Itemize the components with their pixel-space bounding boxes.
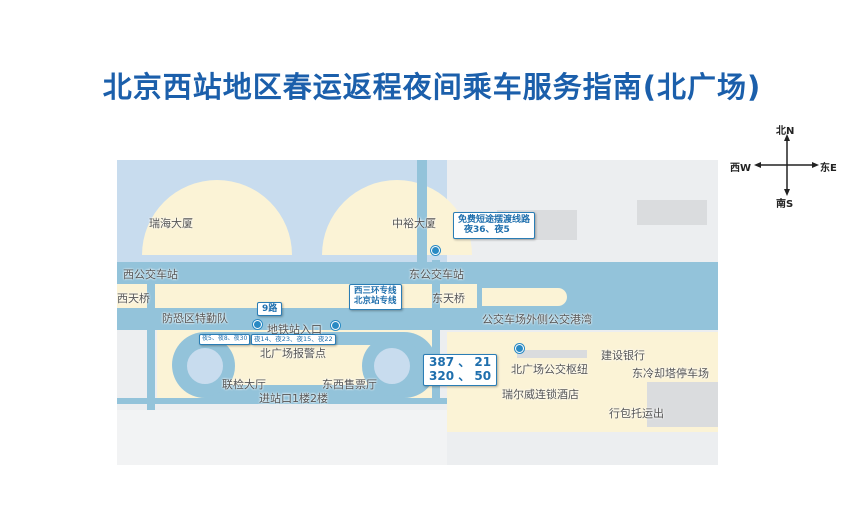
west-roundabout (175, 336, 235, 396)
label-entrance: 进站口1楼2楼 (259, 392, 328, 405)
special-line-2: 北京站专线 (354, 295, 397, 306)
road (417, 160, 427, 270)
compass-west: 西W (730, 163, 752, 174)
compass-north: 北N (776, 126, 795, 137)
compass-arrows-icon (754, 134, 819, 196)
label-tower-parking: 东冷却塔停车场 (632, 367, 709, 380)
bus-stop-subway-east[interactable] (331, 321, 340, 330)
label-hotel: 瑞尔威连锁酒店 (502, 388, 579, 401)
page-title: 北京西站地区春运返程夜间乘车服务指南(北广场) (102, 70, 762, 104)
callout-hub-routes: 387 、 21 320 、 50 (423, 354, 498, 386)
road (432, 260, 440, 400)
plaza-strip (117, 284, 477, 310)
label-police: 北广场报警点 (260, 347, 326, 360)
bus-stop-hub[interactable] (515, 344, 524, 353)
hub-routes-1: 387 、 21 (429, 355, 492, 369)
label-subway: 地铁站入口 (267, 323, 322, 336)
label-west-bridge: 西天桥 (117, 292, 150, 305)
bus-stop-east[interactable] (431, 246, 440, 255)
block (637, 200, 707, 225)
callout-special-lines: 西三环专线 北京站专线 (349, 284, 402, 310)
label-west-bus: 西公交车站 (123, 268, 178, 281)
callout-route-9: 9路 (257, 302, 283, 317)
compass-south: 南S (776, 199, 794, 210)
island (482, 288, 567, 306)
label-bus-hub: 北广场公交枢纽 (511, 363, 588, 376)
road (117, 398, 447, 404)
callout-night-b: 夜14、夜23、夜15、夜22 (251, 334, 336, 346)
label-baggage: 行包托运出 (609, 407, 664, 420)
label-ruihai: 瑞海大厦 (149, 217, 193, 230)
label-east-bridge: 东天桥 (432, 292, 465, 305)
south-area (117, 410, 447, 465)
block (517, 350, 587, 358)
label-bank: 建设银行 (601, 349, 645, 362)
station-map: 瑞海大厦 中裕大厦 西公交车站 东公交车站 西天桥 东天桥 防恐区特勤队 地铁站… (117, 160, 718, 465)
label-east-bus: 东公交车站 (409, 268, 464, 281)
label-lianjian: 联检大厅 (222, 378, 266, 391)
compass-east: 东E (820, 163, 837, 174)
shuttle-title: 免费短途摆渡线路 (458, 215, 531, 225)
callout-night-a: 夜5、夜8、夜30 (199, 334, 251, 345)
block (647, 382, 718, 427)
label-zhongyu: 中裕大厦 (392, 217, 436, 230)
special-line-1: 西三环专线 (354, 286, 397, 296)
label-bus-bay: 公交车场外侧公交港湾 (482, 313, 592, 326)
road-north (117, 262, 718, 284)
compass: 北N 南S 西W 东E (730, 120, 840, 210)
label-ticket: 东西售票厅 (322, 378, 377, 391)
bus-stop-subway-west[interactable] (253, 320, 262, 329)
road (147, 280, 155, 410)
label-fangkong: 防恐区特勤队 (162, 312, 228, 325)
hub-routes-2: 320 、 50 (429, 368, 492, 383)
shuttle-routes: 夜36、夜5 (464, 225, 510, 236)
callout-shuttle: 免费短途摆渡线路 夜36、夜5 (453, 212, 536, 239)
